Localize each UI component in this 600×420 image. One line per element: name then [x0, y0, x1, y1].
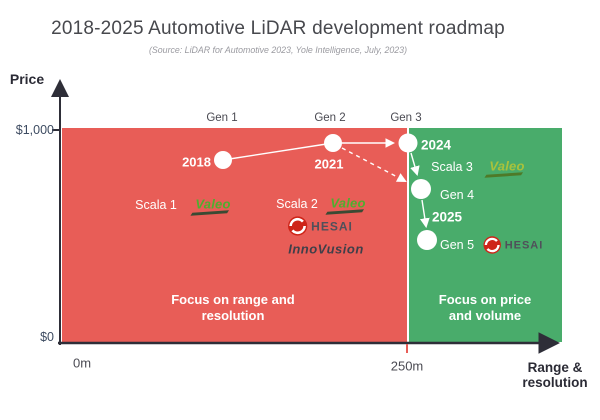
- gen5-point-label: Gen 5: [440, 238, 475, 252]
- link-gen1-gen2: [222, 142, 334, 161]
- hesai-logo-text: HESAI: [504, 239, 544, 251]
- valeo-logo-scala2: Valeo: [325, 195, 366, 214]
- link-gen2-gen4-dashed-arrow: [341, 147, 407, 182]
- y-tick-label-1000: $1,000: [15, 123, 54, 137]
- link-gen4-gen5-arrow: [419, 199, 430, 229]
- gen2-header: Gen 2: [314, 112, 346, 124]
- link-gen3-gen4-arrow: [410, 152, 420, 177]
- year-2025-label: 2025: [431, 209, 463, 225]
- zone-range-resolution: [62, 128, 407, 342]
- right-zone-caption: Focus on price and volume: [415, 292, 555, 324]
- valeo-logo-scala3: Valeo: [484, 158, 525, 177]
- scala2-label: Scala 2: [276, 197, 318, 211]
- left-zone-caption: Focus on range and resolution: [133, 292, 333, 324]
- scala1-label: Scala 1: [135, 198, 177, 212]
- year-2024-label: 2024: [421, 137, 452, 153]
- valeo-logo-text: Valeo: [489, 158, 525, 174]
- x-axis-title-line2: resolution: [522, 375, 588, 390]
- innovusion-logo-text: InnoVusion: [288, 241, 364, 257]
- point-gen5: [417, 230, 437, 250]
- point-gen2: [324, 134, 342, 152]
- left-zone-caption-line1: Focus on range and: [171, 292, 295, 307]
- hesai-icon: [483, 236, 501, 254]
- year-2018-label: 2018: [182, 154, 211, 170]
- gen3-header: Gen 3: [390, 112, 422, 124]
- hesai-logo-text: HESAI: [311, 219, 353, 233]
- year-2021-label: 2021: [314, 156, 344, 172]
- valeo-logo-scala1: Valeo: [190, 196, 231, 215]
- right-zone-caption-line1: Focus on price: [438, 292, 532, 307]
- x-axis-title-line1: Range &: [527, 360, 583, 375]
- x-tick-label-0m: 0m: [72, 355, 92, 371]
- valeo-logo-text: Valeo: [195, 196, 231, 212]
- y-axis-title: Price: [9, 71, 45, 87]
- hesai-icon: [288, 216, 308, 236]
- gen4-point-label: Gen 4: [440, 188, 475, 202]
- point-gen3: [398, 133, 418, 153]
- chart-title: 2018-2025 Automotive LiDAR development r…: [51, 18, 505, 39]
- hesai-logo-red-zone: HESAI: [287, 216, 353, 237]
- right-zone-caption-line2: and volume: [448, 308, 522, 323]
- valeo-logo-text: Valeo: [330, 195, 366, 211]
- x-axis-title: Range & resolution: [485, 360, 600, 390]
- gen1-header: Gen 1: [206, 112, 238, 124]
- hesai-logo-green-zone: HESAI: [483, 236, 544, 255]
- point-gen1: [214, 151, 232, 169]
- scala3-label: Scala 3: [431, 160, 473, 174]
- left-zone-caption-line2: resolution: [201, 308, 265, 323]
- point-gen4: [411, 179, 431, 199]
- x-tick-label-250m: 250m: [390, 358, 424, 374]
- y-tick-label-0: $0: [40, 330, 54, 344]
- chart-source: (Source: LiDAR for Automotive 2023, Yole…: [148, 45, 408, 55]
